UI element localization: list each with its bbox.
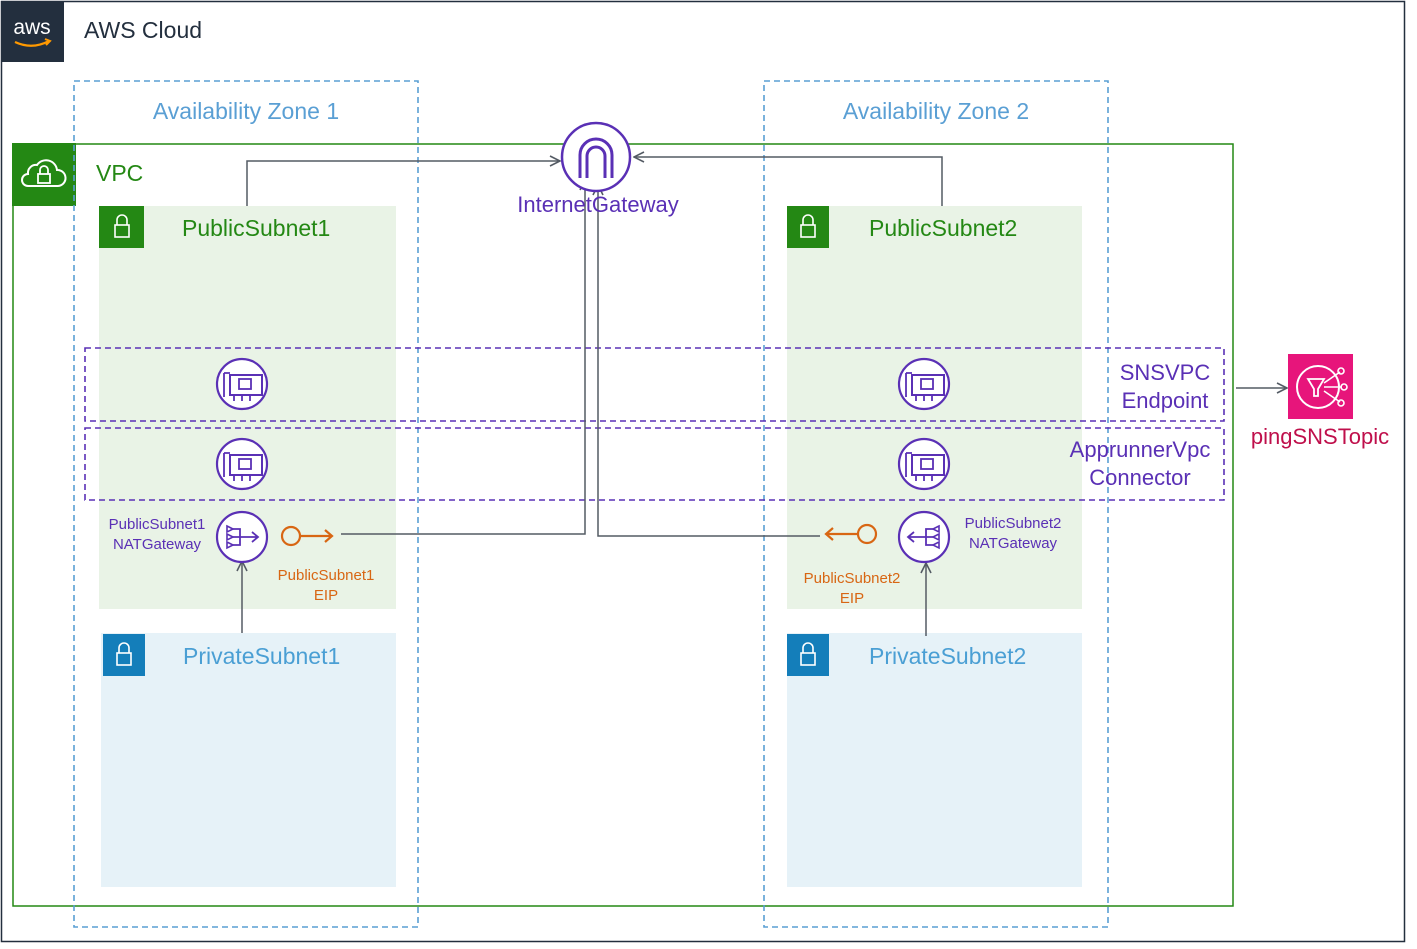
aws-logo-text: aws: [13, 16, 50, 39]
internet-gateway-label: InternetGateway: [517, 192, 679, 217]
private-subnet-2-lock-icon: [787, 634, 829, 676]
nat-gateway-1-label-line1: PublicSubnet1: [108, 516, 206, 533]
sns-vpc-endpoint-label-line1: SNSVPC: [1119, 360, 1211, 385]
nat-gateway-2-label: PublicSubnet2 NATGateway: [954, 514, 1072, 554]
public-subnet-2-lock-icon: [787, 206, 829, 248]
eip-2-label-line2: EIP: [839, 590, 865, 607]
private-subnet-1-label: PrivateSubnet1: [183, 643, 341, 669]
sns-topic-label: pingSNSTopic: [1250, 424, 1390, 449]
apprunner-eni-1-icon: [215, 437, 269, 491]
availability-zone-1-label: Availability Zone 1: [152, 98, 340, 124]
private-subnet-1: [101, 633, 396, 887]
sns-topic-icon: [1288, 354, 1353, 419]
nat-gateway-2-label-line2: NATGateway: [968, 535, 1058, 552]
eip-2-icon: [824, 523, 878, 545]
nat-gateway-2-label-line1: PublicSubnet2: [964, 515, 1062, 532]
public-subnet-1-lock-icon: [99, 206, 144, 248]
public-subnet-1-label: PublicSubnet1: [182, 215, 331, 241]
nat-gateway-1-icon: [215, 510, 269, 564]
apprunner-connector-group: [84, 427, 1225, 501]
eip-1-label-line1: PublicSubnet1: [277, 567, 375, 584]
availability-zone-2: [763, 80, 1109, 928]
availability-zone-2-label: Availability Zone 2: [842, 98, 1030, 124]
sns-vpc-endpoint-label-line2: Endpoint: [1121, 388, 1209, 413]
private-subnet-1-lock-icon: [103, 634, 145, 676]
apprunner-connector-label: ApprunnerVpc Connector: [1060, 436, 1220, 492]
apprunner-connector-label-line1: ApprunnerVpc: [1069, 437, 1211, 462]
eip-1-icon: [280, 525, 334, 547]
connector-public1-to-igw: [246, 161, 560, 206]
sns-vpc-endpoint-label: SNSVPC Endpoint: [1104, 359, 1226, 415]
aws-logo-icon: aws: [1, 1, 64, 62]
eip-1-label-line2: EIP: [313, 587, 339, 604]
private-subnet-2: [787, 633, 1082, 887]
vpc-cloud-icon: [12, 143, 76, 206]
connector-eip2-to-igw: [598, 185, 820, 537]
apprunner-connector-label-line2: Connector: [1089, 465, 1191, 490]
public-subnet-2-label: PublicSubnet2: [869, 215, 1018, 241]
sns-endpoint-eni-2-icon: [897, 357, 951, 411]
private-subnet-2-label: PrivateSubnet2: [869, 643, 1027, 669]
sns-endpoint-eni-1-icon: [215, 357, 269, 411]
nat-gateway-2-icon: [897, 510, 951, 564]
apprunner-eni-2-icon: [897, 437, 951, 491]
connector-public2-to-igw: [634, 157, 943, 206]
connector-eip1-to-igw: [341, 180, 585, 535]
vpc-label: VPC: [96, 160, 144, 186]
internet-gateway-icon: [560, 121, 632, 193]
aws-cloud-label: AWS Cloud: [84, 17, 203, 43]
nat-gateway-1-label-line2: NATGateway: [112, 536, 202, 553]
eip-2-label-line1: PublicSubnet2: [803, 570, 901, 587]
sns-vpc-endpoint-group: [84, 347, 1225, 422]
availability-zone-1: [73, 80, 419, 928]
nat-gateway-1-label: PublicSubnet1 NATGateway: [100, 515, 214, 555]
eip-2-label: PublicSubnet2 EIP: [792, 569, 912, 609]
eip-1-label: PublicSubnet1 EIP: [266, 566, 386, 606]
